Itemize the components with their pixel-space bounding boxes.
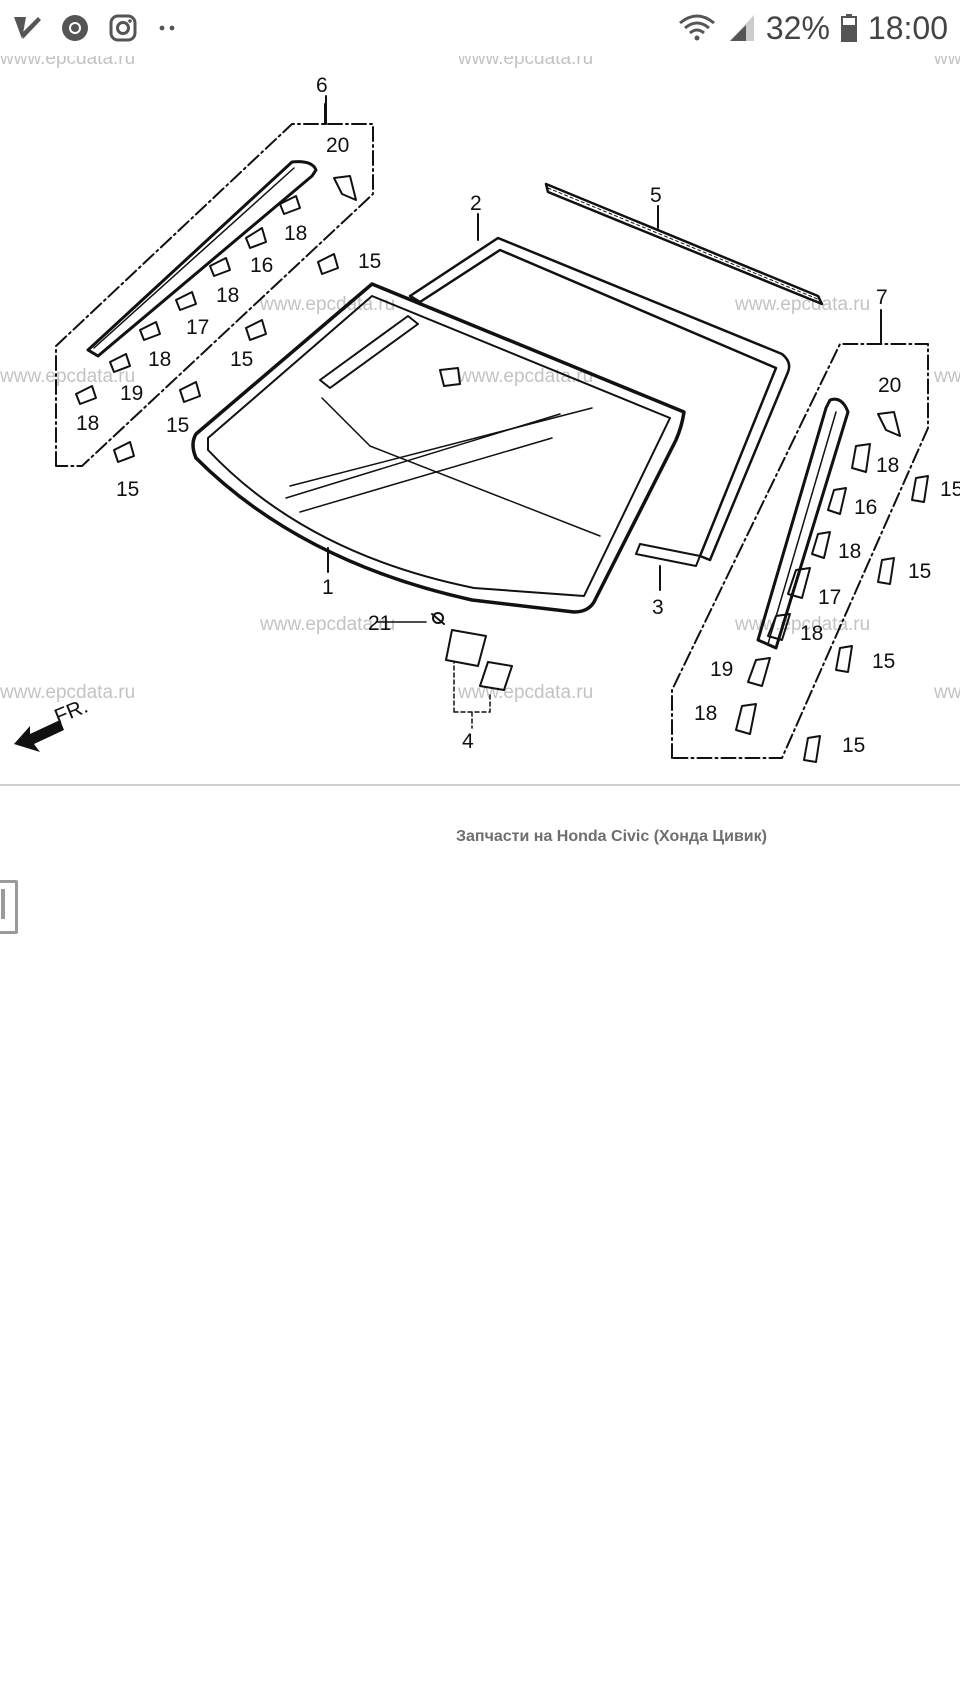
bracket-part xyxy=(445,629,487,667)
status-bar-right: 32% 18:00 xyxy=(678,10,960,47)
watermark-text: www.epcdata.ru xyxy=(0,366,135,387)
watermark-text: www.epcdata.ru xyxy=(0,56,135,69)
windshield-glass xyxy=(191,282,686,614)
signal-icon xyxy=(726,13,756,43)
watermark-text: www.epcdata.ru xyxy=(933,682,960,703)
callout-number: 21 xyxy=(368,612,391,635)
callout-number: 16 xyxy=(250,254,273,277)
callout-number: 15 xyxy=(908,560,931,583)
watermark-text: www.epcdata.ru xyxy=(933,366,960,387)
callout-number: 15 xyxy=(940,478,960,501)
wifi-icon xyxy=(678,13,716,43)
callout-number: 19 xyxy=(120,382,143,405)
callout-number: 18 xyxy=(876,454,899,477)
watermark-text: www.epcdata.ru xyxy=(734,614,870,635)
callout-number: 5 xyxy=(650,184,662,207)
callout-number: 2 xyxy=(470,192,482,215)
front-arrow xyxy=(14,720,64,752)
instagram-icon xyxy=(108,13,138,43)
side-panel-handle[interactable] xyxy=(0,880,18,934)
callout-number: 17 xyxy=(186,316,209,339)
clock: 18:00 xyxy=(867,9,948,46)
parts-diagram[interactable]: www.epcdata.ru www.epcdata.ru www.epcdat… xyxy=(0,56,960,786)
battery-percent: 32% xyxy=(765,9,830,46)
top-seal xyxy=(544,182,824,306)
callout-number: 19 xyxy=(710,658,733,681)
callout-number: 3 xyxy=(652,596,664,619)
callout-number: 17 xyxy=(818,586,841,609)
callout-number: 6 xyxy=(316,74,328,97)
watermark-text: www.epcdata.ru xyxy=(259,294,395,315)
callout-number: 16 xyxy=(854,496,877,519)
callout-number: 15 xyxy=(358,250,381,273)
callout-number: 18 xyxy=(694,702,717,725)
bracket-part xyxy=(479,661,513,691)
watermark-text: www.epcdata.ru xyxy=(457,366,593,387)
callout-number: 20 xyxy=(878,374,901,397)
callout-number: 20 xyxy=(326,134,349,157)
callout-number: 15 xyxy=(230,348,253,371)
right-molding xyxy=(756,397,850,650)
watermark-text: www.epcdata.ru xyxy=(259,614,395,635)
spacer-strip xyxy=(635,543,701,567)
chrome-icon xyxy=(60,13,90,43)
clip-part xyxy=(75,175,357,463)
callout-number: 18 xyxy=(216,284,239,307)
callout-number: 18 xyxy=(76,412,99,435)
battery-icon xyxy=(840,13,858,43)
callout-number: 1 xyxy=(322,576,334,599)
callout-number: 15 xyxy=(842,734,865,757)
windshield-parts-diagram: www.epcdata.ru www.epcdata.ru www.epcdat… xyxy=(0,56,960,763)
clip-part xyxy=(735,411,929,763)
more-dots-icon xyxy=(156,13,180,43)
callout-number: 15 xyxy=(872,650,895,673)
callout-number: 18 xyxy=(148,348,171,371)
callout-number: 15 xyxy=(166,414,189,437)
callout-number: 7 xyxy=(876,286,888,309)
windshield-dam xyxy=(408,236,791,562)
status-bar-left xyxy=(0,13,180,43)
watermark-text: www.epcdata.ru xyxy=(457,682,593,703)
callout-number: 15 xyxy=(116,478,139,501)
check-icon xyxy=(12,13,42,43)
group-7-enclosure xyxy=(671,343,929,759)
status-bar: 32% 18:00 xyxy=(0,0,960,56)
callout-number: 18 xyxy=(838,540,861,563)
group-6-enclosure xyxy=(55,123,374,467)
watermark-text: www.epcdata.ru xyxy=(0,682,135,703)
watermark-text: www.epcdata.ru xyxy=(933,56,960,69)
callout-number: 18 xyxy=(800,622,823,645)
callout-number: 4 xyxy=(462,730,474,753)
divider xyxy=(0,784,960,786)
left-molding xyxy=(86,160,318,358)
watermark-text: www.epcdata.ru xyxy=(457,56,593,69)
callout-number: 18 xyxy=(284,222,307,245)
image-caption: Запчасти на Honda Civic (Хонда Цивик) xyxy=(456,828,767,845)
watermark-text: www.epcdata.ru xyxy=(734,294,870,315)
